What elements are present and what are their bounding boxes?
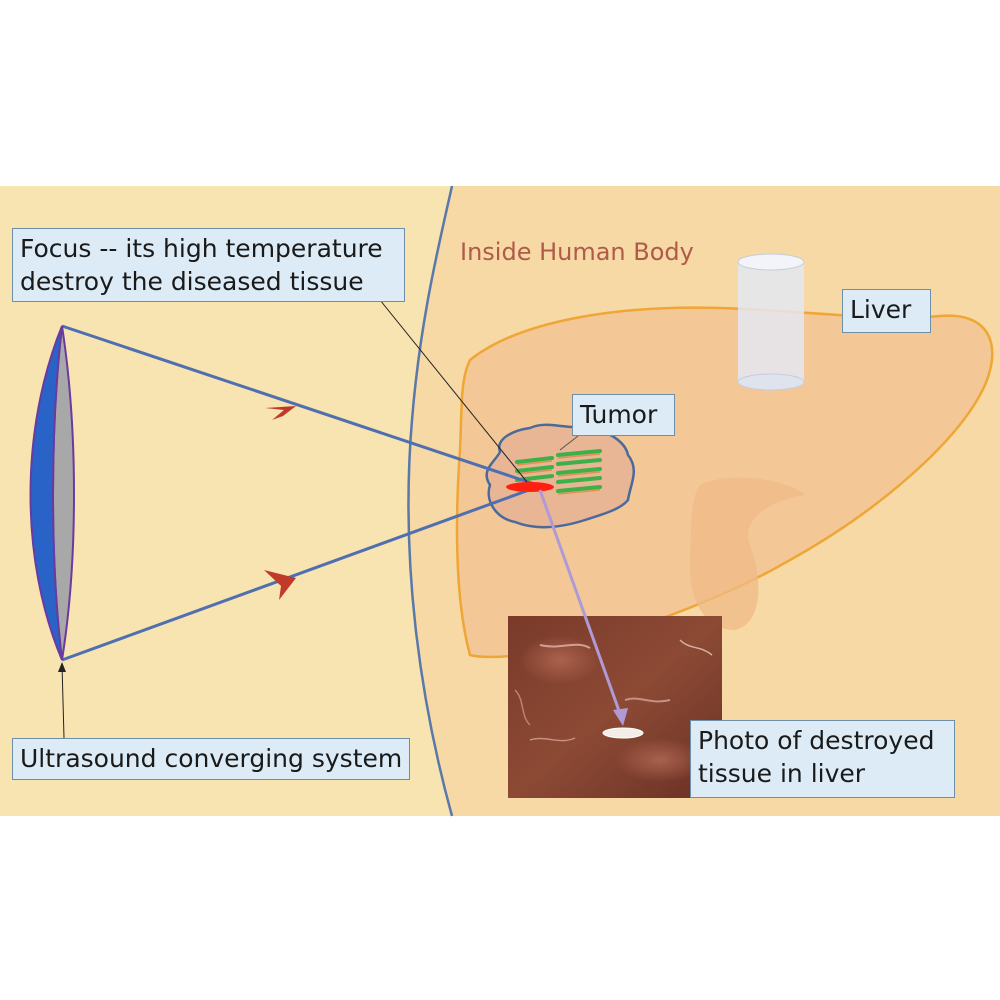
beam-arrow-lower [264,570,296,600]
lesion-spot [602,727,644,739]
lens-front [29,325,63,661]
photo-pointer-arrow [613,708,628,726]
beam-arrow-upper [265,406,296,420]
ultrasound-label-box: Ultrasound converging system [12,738,410,780]
beam-lower [61,484,541,662]
focus-pointer-line [379,299,528,483]
ultrasound-label: Ultrasound converging system [20,744,403,773]
tumor-pointer-line [559,435,579,451]
focus-spot [506,482,554,492]
ultrasound-pointer-arrow [58,662,66,672]
tumor-label: Tumor [580,400,658,429]
ultrasound-pointer-line [61,663,65,739]
skin-boundary-line [407,185,454,817]
liver-label: Liver [850,295,912,324]
photo-label-line2: tissue in liver [698,759,866,788]
destroyed-tissue-photo [508,616,722,798]
tumor-label-box: Tumor [572,394,675,436]
focus-label-line1: Focus -- its high temperature [20,234,383,263]
vessel-cylinder [737,253,805,391]
focus-label-box: Focus -- its high temperature destroy th… [12,228,405,302]
beam-upper [61,324,541,488]
photo-label-line1: Photo of destroyed [698,726,935,755]
photo-pointer-line [538,489,625,723]
focus-label-line2: destroy the diseased tissue [20,267,364,296]
gallbladder-shape [689,477,805,630]
liver-label-box: Liver [842,289,931,333]
inside-body-title: Inside Human Body [460,238,694,266]
photo-label-box: Photo of destroyed tissue in liver [690,720,955,798]
